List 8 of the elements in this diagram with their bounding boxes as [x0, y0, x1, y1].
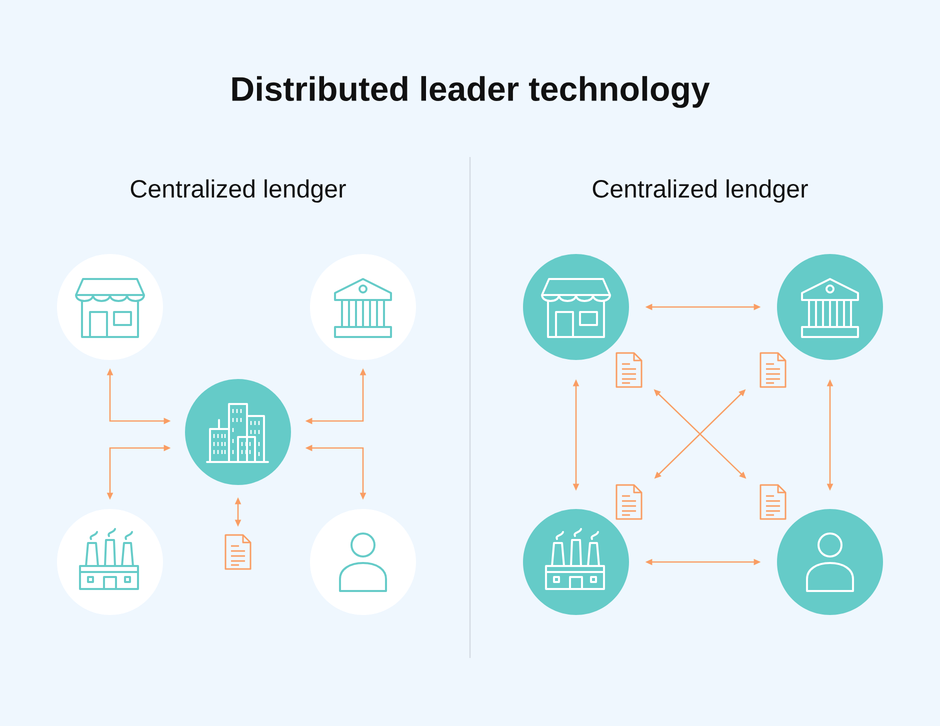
- document-icon: [760, 352, 786, 388]
- document-icon: [616, 484, 642, 520]
- document-icon: [224, 534, 252, 570]
- document-icon: [616, 352, 642, 388]
- section-heading: Centralized lendger: [130, 179, 346, 203]
- section-heading: Centralized lendger: [592, 179, 808, 203]
- title: Distributed leader technology: [232, 76, 710, 108]
- document-icon: [760, 484, 786, 520]
